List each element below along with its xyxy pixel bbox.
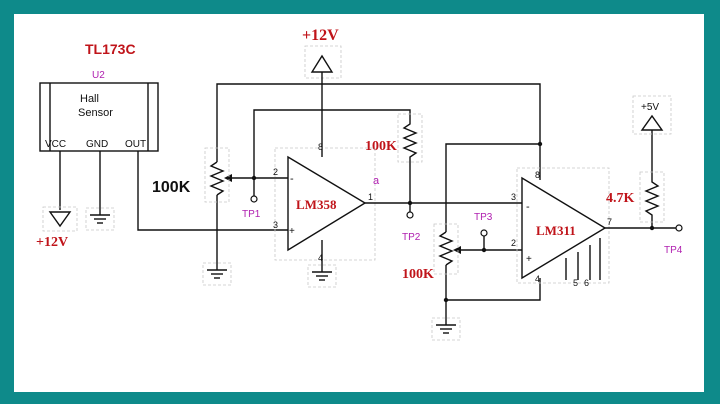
lm311-minus: - [526, 201, 530, 213]
pin-gnd: GND [86, 139, 108, 150]
lm358-pin4: 4 [318, 253, 323, 263]
res-pullup-label: 4.7K [606, 191, 635, 206]
pot1: 100K [152, 147, 232, 270]
ground-pot2 [431, 317, 461, 341]
lm358-minus: - [290, 173, 294, 185]
ic-ref: U2 [92, 70, 105, 81]
sensor-label-2: Sensor [78, 107, 113, 119]
tp2-label: TP2 [402, 232, 421, 243]
schematic-diagram: TL173C U2 Hall Sensor VCC GND OUT +12V +… [36, 27, 683, 341]
tp4-label: TP4 [664, 245, 683, 256]
lm311-pin4: 4 [535, 274, 540, 284]
lm358-pin8: 8 [318, 142, 323, 152]
sensor-label-1: Hall [80, 93, 99, 105]
hall-sensor-u2: TL173C U2 Hall Sensor VCC GND OUT [39, 41, 159, 152]
ic-title: TL173C [85, 41, 136, 57]
tp1-point [250, 195, 258, 203]
supply-5v-symbol: +5V [632, 95, 672, 135]
lm311-plus: + [526, 254, 532, 265]
lm311-pin2: 2 [511, 238, 516, 248]
node-a-label: a [373, 175, 380, 187]
res-feedback-label: 100K [365, 139, 397, 154]
supply-5v-label: +5V [641, 102, 659, 113]
lm311-pin7: 7 [607, 217, 612, 227]
comparator-lm311: LM311 - + 3 2 7 8 4 5 6 [511, 167, 612, 288]
lm311-pin3: 3 [511, 192, 516, 202]
pullup-resistor: 4.7K [606, 130, 665, 228]
pin-out: OUT [125, 139, 146, 150]
lm358-plus: + [289, 226, 295, 237]
pot1-label: 100K [152, 179, 191, 196]
lm358-pin3: 3 [273, 220, 278, 230]
supply-top-label: +12V [302, 27, 339, 44]
lm311-pin6: 6 [584, 278, 589, 288]
tp3-label: TP3 [474, 212, 493, 223]
supply-top-symbol: +12V [302, 27, 342, 79]
comparator-label: LM311 [536, 223, 576, 238]
pot2: 100K [402, 223, 461, 325]
pin-vcc: VCC [45, 139, 66, 150]
pot2-label: 100K [402, 267, 434, 282]
tp1-label: TP1 [242, 209, 261, 220]
ground-lm358 [307, 264, 337, 288]
lm358-pin1: 1 [368, 192, 373, 202]
supply-left-symbol: +12V [36, 206, 78, 250]
ground-pot1 [202, 262, 232, 286]
lm358-pin2: 2 [273, 167, 278, 177]
feedback-resistor: 100K [365, 113, 423, 205]
lm311-pin5: 5 [573, 278, 578, 288]
tp3-point [480, 229, 488, 237]
schematic-canvas: TL173C U2 Hall Sensor VCC GND OUT +12V +… [14, 14, 704, 392]
lm311-pin8: 8 [535, 170, 540, 180]
ground-sensor [85, 207, 115, 231]
supply-left-label: +12V [36, 235, 68, 250]
tp4-point [675, 224, 683, 232]
tp2-point [406, 211, 414, 219]
opamp-lm358: LM358 - + 2 3 1 8 4 a [273, 142, 380, 263]
opamp1-label: LM358 [296, 197, 337, 212]
